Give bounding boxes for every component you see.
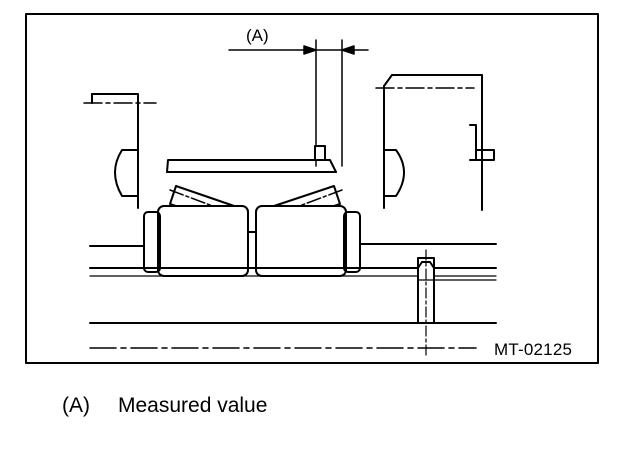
legend-text: Measured value — [118, 394, 268, 417]
left-housing — [83, 93, 157, 209]
shaft-bolt — [417, 249, 497, 357]
bearing-cone — [143, 205, 361, 277]
figure-frame — [25, 13, 599, 364]
figure-code: MT-02125 — [494, 340, 573, 359]
diagram-drawing — [25, 13, 599, 364]
dimension-a-marker — [228, 39, 369, 167]
right-housing — [375, 74, 495, 211]
bearing-measurement-diagram: (A) MT-02125 — [25, 13, 599, 364]
legend-item: (A) Measured value — [62, 394, 267, 418]
legend-key: (A) — [62, 394, 90, 417]
bearing-cup — [166, 145, 337, 173]
dimension-label: (A) — [246, 26, 269, 45]
